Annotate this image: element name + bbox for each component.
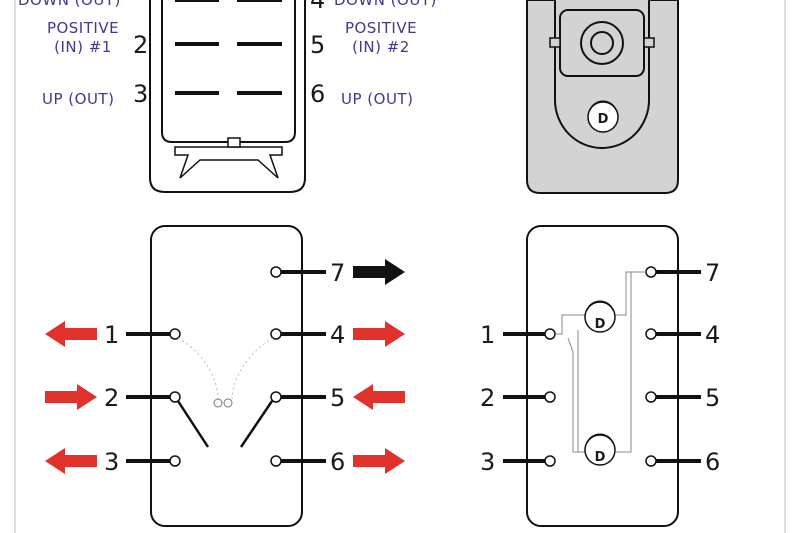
bottom-left-schematic: 1 2 3 4 5 6 7 bbox=[45, 225, 405, 527]
arrow-out-pin-6 bbox=[353, 448, 405, 474]
top-left-switch: 2 3 4 5 6 DOWN (OUT) DOWN (OUT) POSITIVE… bbox=[18, 0, 437, 193]
br-lamp-bottom-icon bbox=[584, 434, 616, 466]
bl-terminal-4 bbox=[270, 328, 282, 340]
label-down-out-left: DOWN (OUT) bbox=[18, 0, 121, 9]
top-left-switch-latch bbox=[174, 146, 283, 179]
bl-terminal-5 bbox=[270, 391, 282, 403]
top-pin-6-label: 6 bbox=[310, 80, 325, 108]
top-pin-2-label: 2 bbox=[133, 31, 148, 59]
br-lamp-bottom-arc bbox=[586, 433, 614, 444]
br-terminal-6 bbox=[645, 455, 657, 467]
br-terminal-2 bbox=[544, 391, 556, 403]
top-pin-3-label: 3 bbox=[133, 80, 148, 108]
bottom-right-switch-body bbox=[526, 225, 679, 527]
br-pin-2-label: 2 bbox=[480, 384, 495, 412]
br-pin-1-label: 1 bbox=[480, 321, 495, 349]
top-right-lamp-icon bbox=[587, 101, 619, 133]
br-lamp-bottom-letter: D bbox=[595, 450, 606, 465]
bl-pivot-right bbox=[223, 398, 233, 408]
top-right-rocker-ring-inner bbox=[590, 31, 614, 55]
top-right-switch-front: D bbox=[526, 0, 679, 194]
arrow-in-pin-2 bbox=[45, 384, 97, 410]
bl-pin-5-label: 5 bbox=[330, 384, 345, 412]
bl-terminal-6 bbox=[270, 455, 282, 467]
label-positive-1-line1: POSITIVE bbox=[47, 19, 119, 37]
br-terminal-5 bbox=[645, 391, 657, 403]
top-right-lamp-arc bbox=[589, 100, 617, 111]
br-terminal-7 bbox=[645, 266, 657, 278]
bl-blade-left bbox=[176, 400, 210, 448]
top-right-lamp-letter: D bbox=[598, 112, 609, 127]
br-pin-3-label: 3 bbox=[480, 448, 495, 476]
br-pin-4-label: 4 bbox=[705, 321, 720, 349]
bl-pin-3-label: 3 bbox=[104, 448, 119, 476]
br-terminal-4 bbox=[645, 328, 657, 340]
label-up-out-right: UP (OUT) bbox=[341, 90, 413, 108]
bl-pin-4-label: 4 bbox=[330, 321, 345, 349]
br-pin-5-label: 5 bbox=[705, 384, 720, 412]
arrow-out-pin-1 bbox=[45, 321, 97, 347]
label-down-out-right: DOWN (OUT) bbox=[334, 0, 437, 9]
top-right-rocker-tab-right bbox=[643, 37, 655, 48]
br-lamp-top-arc bbox=[586, 300, 614, 311]
top-left-switch-latch-tab bbox=[227, 137, 241, 148]
label-positive-1-line2: (IN) #1 bbox=[54, 38, 112, 56]
bl-pin-1-label: 1 bbox=[104, 321, 119, 349]
top-right-rocker-tab-left bbox=[549, 37, 561, 48]
br-terminal-1 bbox=[544, 328, 556, 340]
bl-terminal-3 bbox=[169, 455, 181, 467]
bottom-left-switch-body bbox=[150, 225, 303, 527]
br-wire-pin1-to-lamps bbox=[555, 314, 602, 453]
label-up-out-left: UP (OUT) bbox=[42, 90, 114, 108]
bl-terminal-7 bbox=[270, 266, 282, 278]
label-positive-2-line1: POSITIVE bbox=[345, 19, 417, 37]
bl-blade-right bbox=[239, 400, 274, 448]
arrow-out-pin-3 bbox=[45, 448, 97, 474]
arrow-out-pin-4 bbox=[353, 321, 405, 347]
bl-pin-7-label: 7 bbox=[330, 259, 345, 287]
bl-terminal-1 bbox=[169, 328, 181, 340]
br-pin-6-label: 6 bbox=[705, 448, 720, 476]
bl-dashed-link-left bbox=[177, 337, 219, 401]
top-left-switch-outer bbox=[149, 0, 306, 193]
bl-pin-6-label: 6 bbox=[330, 448, 345, 476]
br-lamp-top-icon bbox=[584, 301, 616, 333]
top-pin-5-label: 5 bbox=[310, 31, 325, 59]
bottom-right-schematic: D D 1 2 3 4 5 6 7 bbox=[480, 225, 720, 527]
bl-pivot-left bbox=[213, 398, 223, 408]
arrow-in-pin-5 bbox=[353, 384, 405, 410]
top-left-switch-inner bbox=[161, 0, 296, 143]
arrow-out-pin-7 bbox=[353, 259, 405, 285]
label-positive-2-line2: (IN) #2 bbox=[352, 38, 410, 56]
br-pin-7-label: 7 bbox=[705, 259, 720, 287]
br-wire-pin7-to-lamps bbox=[616, 271, 646, 453]
br-terminal-3 bbox=[544, 455, 556, 467]
top-pin-4-label: 4 bbox=[310, 0, 325, 14]
bl-pin-2-label: 2 bbox=[104, 384, 119, 412]
br-lamp-top-letter: D bbox=[595, 317, 606, 332]
bl-terminal-2 bbox=[169, 391, 181, 403]
